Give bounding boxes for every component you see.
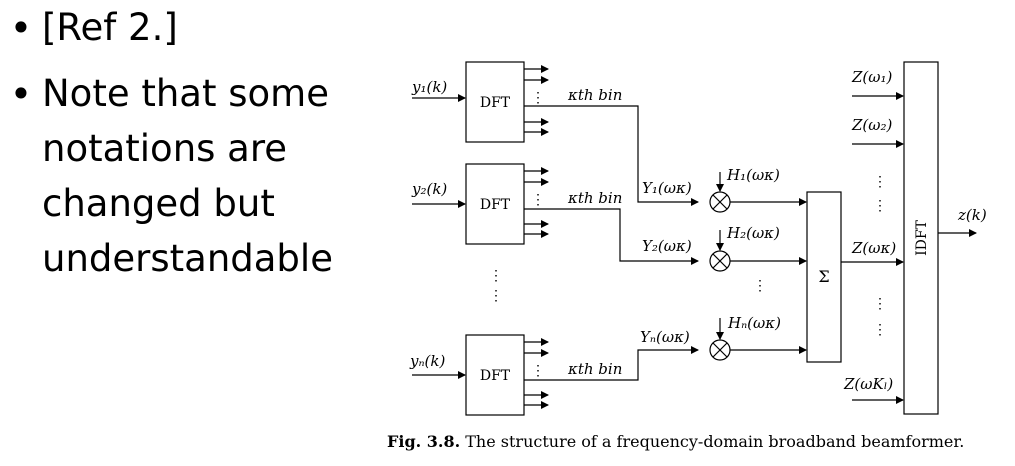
idft-input-label-2: Z(ω₂) xyxy=(851,116,893,134)
bin-path-n xyxy=(524,346,699,381)
multiplier-dots: ⋮ xyxy=(753,278,767,294)
dft-label: DFT xyxy=(480,368,511,384)
bin-label-n: κth bin xyxy=(567,360,622,378)
sum-label: Σ xyxy=(818,267,829,286)
bullet-text-line: changed but xyxy=(42,182,275,225)
bullet-dot: • xyxy=(9,72,33,116)
bin-label-1: κth bin xyxy=(567,86,622,104)
bin-output-label-n: Yₙ(ωκ) xyxy=(640,328,690,346)
bullet-text-line: understandable xyxy=(42,237,333,280)
bullet-text-line: [Ref 2.] xyxy=(42,6,178,49)
input-label-1: y₁(k) xyxy=(411,78,447,96)
input-label-2: y₂(k) xyxy=(411,180,447,198)
bullet-dot: • xyxy=(9,6,33,50)
svg-text:⋮: ⋮ xyxy=(489,288,503,304)
dft-output-arrows xyxy=(524,338,549,409)
dft-block-1 xyxy=(465,61,525,143)
sum-block xyxy=(806,191,842,363)
bin-output-label-2: Y₂(ωκ) xyxy=(642,237,692,255)
bullet-text-line: Note that some xyxy=(42,72,329,115)
dft-label: DFT xyxy=(480,95,511,111)
vertical-dots: ⋮ xyxy=(531,90,545,106)
bullet-text-line: notations are xyxy=(42,127,288,170)
bin-output-label-1: Y₁(ωκ) xyxy=(642,179,692,197)
dft-block-n xyxy=(465,334,525,416)
idft-dots-upper: ⋮ xyxy=(873,174,887,190)
weight-label-2: H₂(ωκ) xyxy=(726,224,780,242)
output-label: z(k) xyxy=(957,206,987,224)
caption-prefix: Fig. 3.8. xyxy=(387,432,461,451)
bin-path-1 xyxy=(524,105,699,206)
weight-label-n: Hₙ(ωκ) xyxy=(727,314,781,332)
svg-text:⋮: ⋮ xyxy=(873,322,887,338)
svg-text:⋮: ⋮ xyxy=(873,198,887,214)
idft-input-label-k: Z(ωκ) xyxy=(851,239,896,257)
idft-input-label-1: Z(ω₁) xyxy=(851,68,893,86)
idft-dots-lower: ⋮ xyxy=(873,296,887,312)
bin-label-2: κth bin xyxy=(567,189,622,207)
channel-dots: ⋮ xyxy=(489,268,503,284)
caption-text: The structure of a frequency-domain broa… xyxy=(460,432,965,451)
dft-output-arrows xyxy=(524,65,549,136)
vertical-dots: ⋮ xyxy=(531,363,545,379)
figure-caption: Fig. 3.8. The structure of a frequency-d… xyxy=(387,432,1015,451)
weight-label-1: H₁(ωκ) xyxy=(726,166,780,184)
idft-input-label-last: Z(ωKₗ) xyxy=(843,375,893,393)
dft-output-arrows xyxy=(524,167,549,238)
idft-block xyxy=(903,61,939,415)
bullet-ref: • [Ref 2.] xyxy=(0,0,178,56)
dft-label: DFT xyxy=(480,197,511,213)
vertical-dots: ⋮ xyxy=(531,192,545,208)
idft-label: IDFT xyxy=(914,219,930,255)
bin-path-2 xyxy=(524,208,699,265)
dft-block-2 xyxy=(465,163,525,245)
bullet-note: • Note that some notations are changed b… xyxy=(0,66,333,286)
input-label-n: yₙ(k) xyxy=(409,352,445,370)
beamformer-diagram: y₁(k) DFT ⋮ κth bin Y₁(ωκ) H₁(ωκ) y₂(k) … xyxy=(409,61,987,416)
